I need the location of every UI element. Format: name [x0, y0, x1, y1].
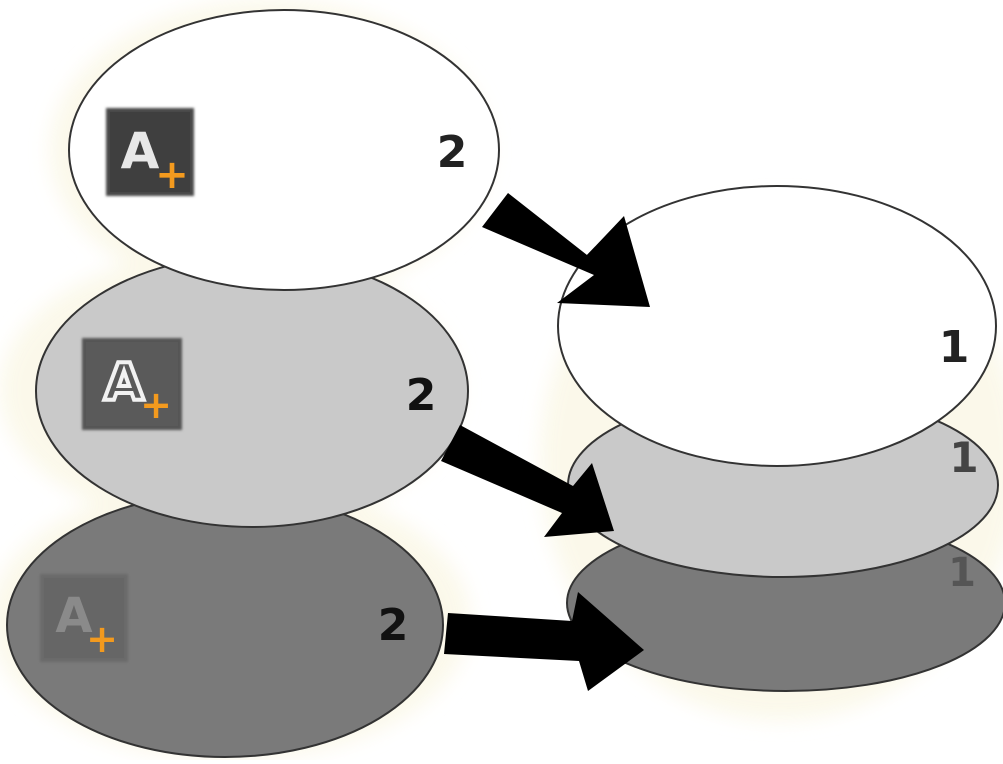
- text-add-outline-icon-glyph: A: [104, 353, 144, 413]
- text-add-outline-icon-plus: +: [140, 383, 172, 427]
- light-layer-2-label: 2: [406, 370, 437, 421]
- top-arrow: [482, 193, 650, 307]
- text-add-icon-plus: +: [155, 152, 189, 198]
- text-add-faded-icon-plus: +: [86, 617, 118, 661]
- text-add-icon-glyph: A: [121, 122, 160, 180]
- dark-layer-1-label: 1: [948, 550, 976, 596]
- text-add-outline-icon: A +: [82, 338, 182, 430]
- text-add-faded-icon: A +: [40, 574, 128, 662]
- white-layer-2-label: 2: [437, 127, 468, 178]
- dark-layer-2-label: 2: [378, 600, 409, 651]
- text-add-faded-icon-glyph: A: [55, 588, 92, 644]
- white-layer-1: [557, 185, 997, 467]
- light-layer-1-label: 1: [949, 433, 978, 482]
- white-layer-1-label: 1: [939, 322, 970, 373]
- text-add-icon: A +: [106, 108, 194, 198]
- white-layer-2: [68, 9, 500, 291]
- middle-arrow: [441, 425, 614, 537]
- bottom-arrow: [444, 592, 644, 691]
